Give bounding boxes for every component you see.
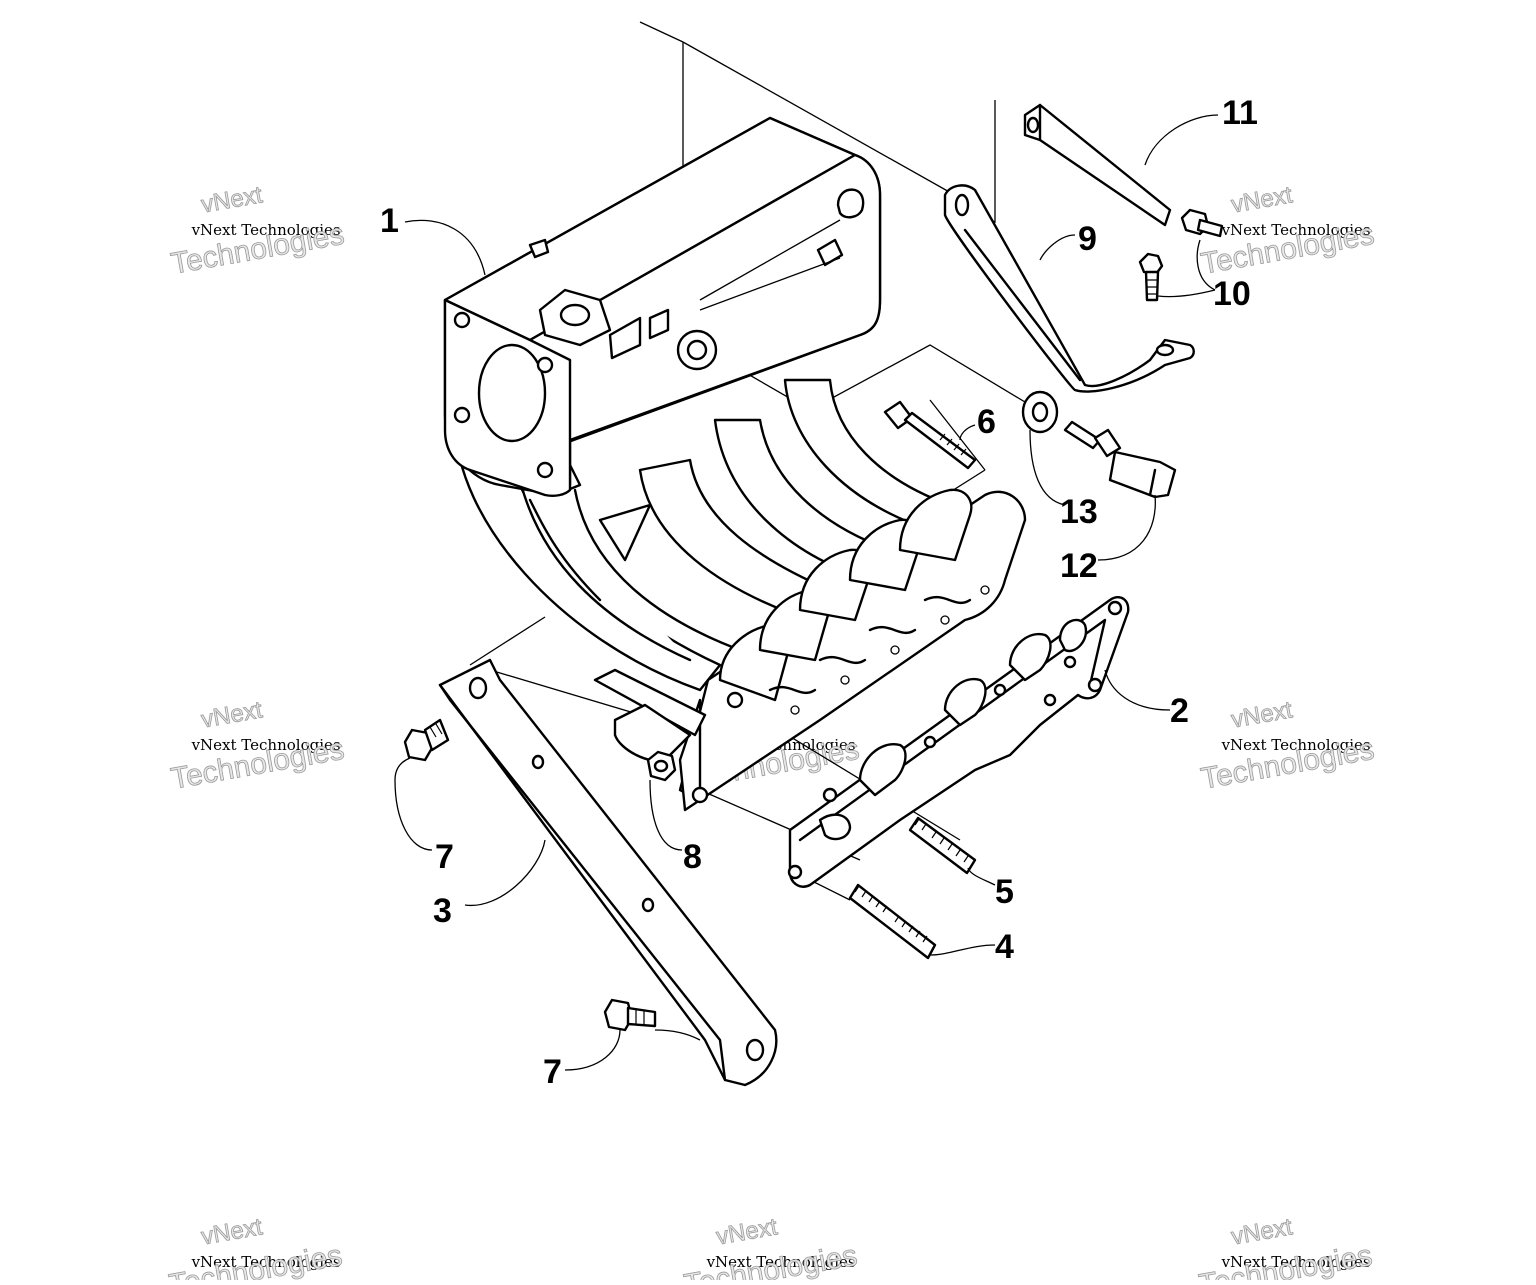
sensor-bracket <box>943 184 1195 393</box>
callout-11: 11 <box>1222 94 1258 132</box>
svg-text:vNext: vNext <box>199 1213 264 1250</box>
bracket-screw <box>1138 252 1164 302</box>
support-bracket <box>438 658 778 1087</box>
watermark: vNext vNext Technologies Technologies <box>166 1213 345 1285</box>
svg-text:vNext: vNext <box>1229 181 1294 218</box>
watermark: vNext vNext Technologies Technologies <box>168 696 347 796</box>
callouts: 1 2 3 4 5 6 7 7 8 9 10 11 12 13 <box>380 94 1258 1091</box>
intake-manifold <box>443 116 952 692</box>
callout-3: 3 <box>433 892 452 930</box>
svg-text:vNext Technologies: vNext Technologies <box>191 736 341 754</box>
watermark: vNext vNext Technologies Technologies <box>681 1213 860 1285</box>
flange-gasket <box>787 596 1130 888</box>
strap-bolt <box>1180 208 1224 238</box>
short-stud <box>908 816 977 875</box>
svg-text:vNext Technologies: vNext Technologies <box>191 221 341 239</box>
leader-lines <box>394 114 1219 1071</box>
flange-nut <box>646 750 677 782</box>
manifold-flange <box>593 488 1027 812</box>
callout-7-lower: 7 <box>543 1053 562 1091</box>
watermark: vNext vNext Technologies Technologies <box>1196 1213 1375 1285</box>
watermark: vNext vNext Technologies Technologies <box>1198 696 1377 796</box>
flange-bolt-lower <box>603 998 657 1032</box>
sealing-washer <box>1021 390 1059 434</box>
strap-clamp <box>1023 103 1172 227</box>
svg-text:vNext: vNext <box>199 181 264 218</box>
svg-text:vNext Technologies: vNext Technologies <box>706 1253 856 1271</box>
callout-13: 13 <box>1060 493 1098 531</box>
callout-7-upper: 7 <box>435 838 454 876</box>
svg-text:vNext Technologies: vNext Technologies <box>1221 1253 1371 1271</box>
callout-8: 8 <box>683 838 702 876</box>
callout-5: 5 <box>995 873 1014 911</box>
watermark: vNext vNext Technologies Technologies <box>168 181 347 281</box>
svg-text:vNext: vNext <box>199 696 264 733</box>
flange-bolt-upper <box>403 718 450 762</box>
svg-text:vNext: vNext <box>1229 1213 1294 1250</box>
svg-text:vNext Technologies: vNext Technologies <box>191 1253 341 1271</box>
manifold-bolt <box>883 400 977 470</box>
long-stud <box>848 883 937 960</box>
svg-text:vNext: vNext <box>1229 696 1294 733</box>
callout-12: 12 <box>1060 547 1098 585</box>
callout-9: 9 <box>1078 220 1097 258</box>
callout-4: 4 <box>995 928 1014 966</box>
callout-1: 1 <box>380 202 399 240</box>
callout-10: 10 <box>1213 275 1251 313</box>
callout-2: 2 <box>1170 692 1189 730</box>
svg-text:vNext: vNext <box>714 1213 779 1250</box>
svg-text:vNext Technologies: vNext Technologies <box>1221 736 1371 754</box>
svg-text:vNext Technologies: vNext Technologies <box>1221 221 1371 239</box>
temperature-sensor <box>1063 420 1177 499</box>
callout-6: 6 <box>977 403 996 441</box>
